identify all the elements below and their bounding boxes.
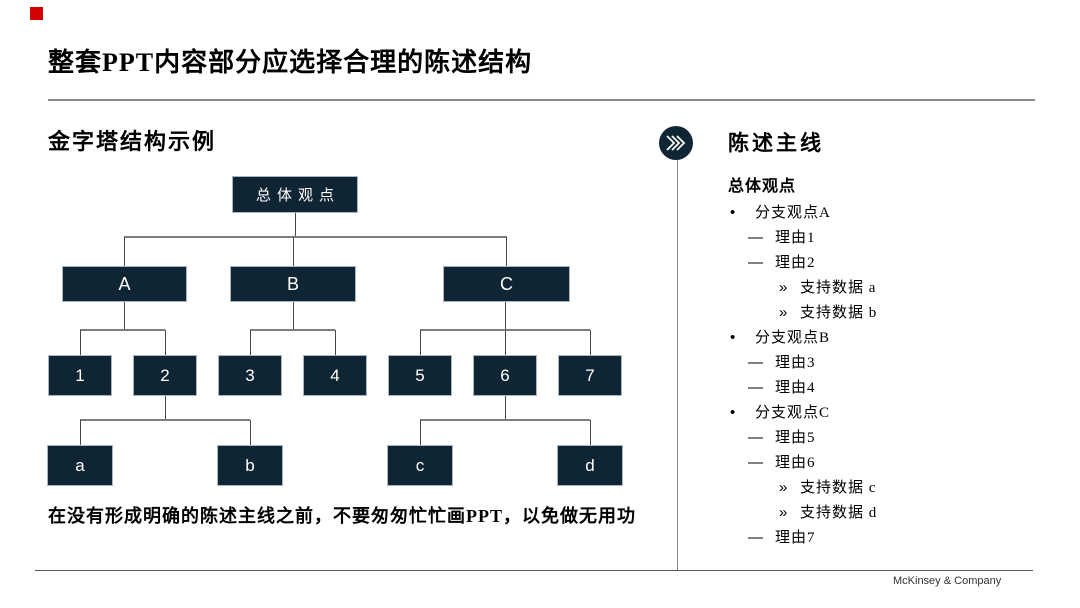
pyramid-node-B: B bbox=[230, 266, 356, 302]
connector-line bbox=[124, 302, 125, 330]
connector-line bbox=[335, 330, 336, 355]
outline-item: — 理由4 bbox=[728, 375, 1058, 400]
caption-note: 在没有形成明确的陈述主线之前，不要匆匆忙忙画PPT，以免做无用功 bbox=[48, 506, 636, 526]
slide-title: 整套PPT内容部分应选择合理的陈述结构 bbox=[48, 48, 533, 77]
chevron-marker-icon: » bbox=[779, 479, 789, 496]
pyramid-node-4: 4 bbox=[303, 355, 367, 396]
connector-line bbox=[505, 330, 506, 355]
outline-item: • 分支观点B bbox=[728, 325, 1058, 350]
connector-line bbox=[124, 237, 125, 266]
pyramid-node-3: 3 bbox=[218, 355, 282, 396]
outline-item: — 理由2 bbox=[728, 250, 1058, 275]
connector-line bbox=[250, 330, 251, 355]
outline-item: » 支持数据 b bbox=[728, 300, 1058, 325]
outline-item-label: 分支观点A bbox=[755, 205, 831, 221]
outline-item: — 理由3 bbox=[728, 350, 1058, 375]
connector-line bbox=[293, 237, 294, 266]
connector-line bbox=[124, 236, 507, 238]
outline-item: » 支持数据 a bbox=[728, 275, 1058, 300]
dash-icon: — bbox=[748, 229, 763, 246]
outline-item: » 支持数据 c bbox=[728, 475, 1058, 500]
bullet-icon: • bbox=[730, 204, 737, 221]
outline-item: — 理由7 bbox=[728, 525, 1058, 550]
footer-brand: McKinsey & Company bbox=[893, 575, 1002, 587]
outline-item-label: 理由6 bbox=[775, 455, 816, 471]
pyramid-node-a: a bbox=[47, 445, 113, 486]
outline-item-label: 分支观点C bbox=[755, 405, 831, 421]
pyramid-node-b: b bbox=[217, 445, 283, 486]
outline-item-label: 理由7 bbox=[775, 530, 816, 546]
dash-icon: — bbox=[748, 254, 763, 271]
dash-icon: — bbox=[748, 429, 763, 446]
outline-item: • 分支观点A bbox=[728, 200, 1058, 225]
pyramid-node-1: 1 bbox=[48, 355, 112, 396]
outline-item: — 理由1 bbox=[728, 225, 1058, 250]
connector-line bbox=[420, 419, 590, 421]
connector-line bbox=[165, 330, 166, 355]
outline-item-label: 理由2 bbox=[775, 255, 816, 271]
connector-line bbox=[590, 420, 591, 445]
storyline-outline: •分支观点A —理由1 —理由2 »支持数据 a »支持数据 b •分支观点B … bbox=[728, 200, 1058, 550]
pyramid-node-top: 总体观点 bbox=[232, 176, 358, 213]
pyramid-node-d: d bbox=[557, 445, 623, 486]
connector-line bbox=[293, 302, 294, 330]
outline-item: — 理由5 bbox=[728, 425, 1058, 450]
connector-line bbox=[250, 420, 251, 445]
pyramid-node-C: C bbox=[443, 266, 570, 302]
connector-line bbox=[80, 330, 81, 355]
title-underline bbox=[48, 99, 1035, 101]
outline-item-label: 理由4 bbox=[775, 380, 816, 396]
outline-item-label: 支持数据 c bbox=[800, 480, 877, 496]
dash-icon: — bbox=[748, 354, 763, 371]
outline-item-label: 支持数据 b bbox=[800, 305, 878, 321]
outline-item-label: 支持数据 d bbox=[800, 505, 878, 521]
storyline-subheading: 总体观点 bbox=[728, 178, 797, 195]
connector-line bbox=[80, 329, 165, 331]
outline-item-label: 支持数据 a bbox=[800, 280, 877, 296]
connector-line bbox=[250, 329, 335, 331]
connector-line bbox=[505, 396, 506, 420]
pyramid-node-7: 7 bbox=[558, 355, 622, 396]
dash-icon: — bbox=[748, 529, 763, 546]
chevron-marker-icon: » bbox=[779, 504, 789, 521]
storyline-heading: 陈述主线 bbox=[728, 131, 824, 155]
pyramid-section-heading: 金字塔结构示例 bbox=[48, 129, 217, 154]
accent-square bbox=[30, 7, 43, 20]
pyramid-node-A: A bbox=[62, 266, 187, 302]
connector-line bbox=[295, 212, 296, 238]
vertical-divider bbox=[677, 143, 678, 570]
pyramid-node-c: c bbox=[387, 445, 453, 486]
footer-line bbox=[35, 570, 1033, 571]
connector-line bbox=[80, 419, 250, 421]
connector-line bbox=[420, 420, 421, 445]
dash-icon: — bbox=[748, 454, 763, 471]
pyramid-node-2: 2 bbox=[133, 355, 197, 396]
outline-item-label: 分支观点B bbox=[755, 330, 831, 346]
outline-item-label: 理由1 bbox=[775, 230, 816, 246]
pyramid-node-6: 6 bbox=[473, 355, 537, 396]
connector-line bbox=[506, 237, 507, 266]
outline-item: • 分支观点C bbox=[728, 400, 1058, 425]
bullet-icon: • bbox=[730, 329, 737, 346]
outline-item-label: 理由5 bbox=[775, 430, 816, 446]
dash-icon: — bbox=[748, 379, 763, 396]
chevron-marker-icon: » bbox=[779, 304, 789, 321]
connector-line bbox=[505, 302, 506, 330]
connector-line bbox=[80, 420, 81, 445]
triple-chevron-right-icon bbox=[659, 126, 693, 160]
connector-line bbox=[165, 396, 166, 420]
chevron-marker-icon: » bbox=[779, 279, 789, 296]
outline-item: — 理由6 bbox=[728, 450, 1058, 475]
connector-line bbox=[590, 330, 591, 355]
connector-line bbox=[420, 330, 421, 355]
bullet-icon: • bbox=[730, 404, 737, 421]
outline-item-label: 理由3 bbox=[775, 355, 816, 371]
pyramid-node-5: 5 bbox=[388, 355, 452, 396]
outline-item: » 支持数据 d bbox=[728, 500, 1058, 525]
